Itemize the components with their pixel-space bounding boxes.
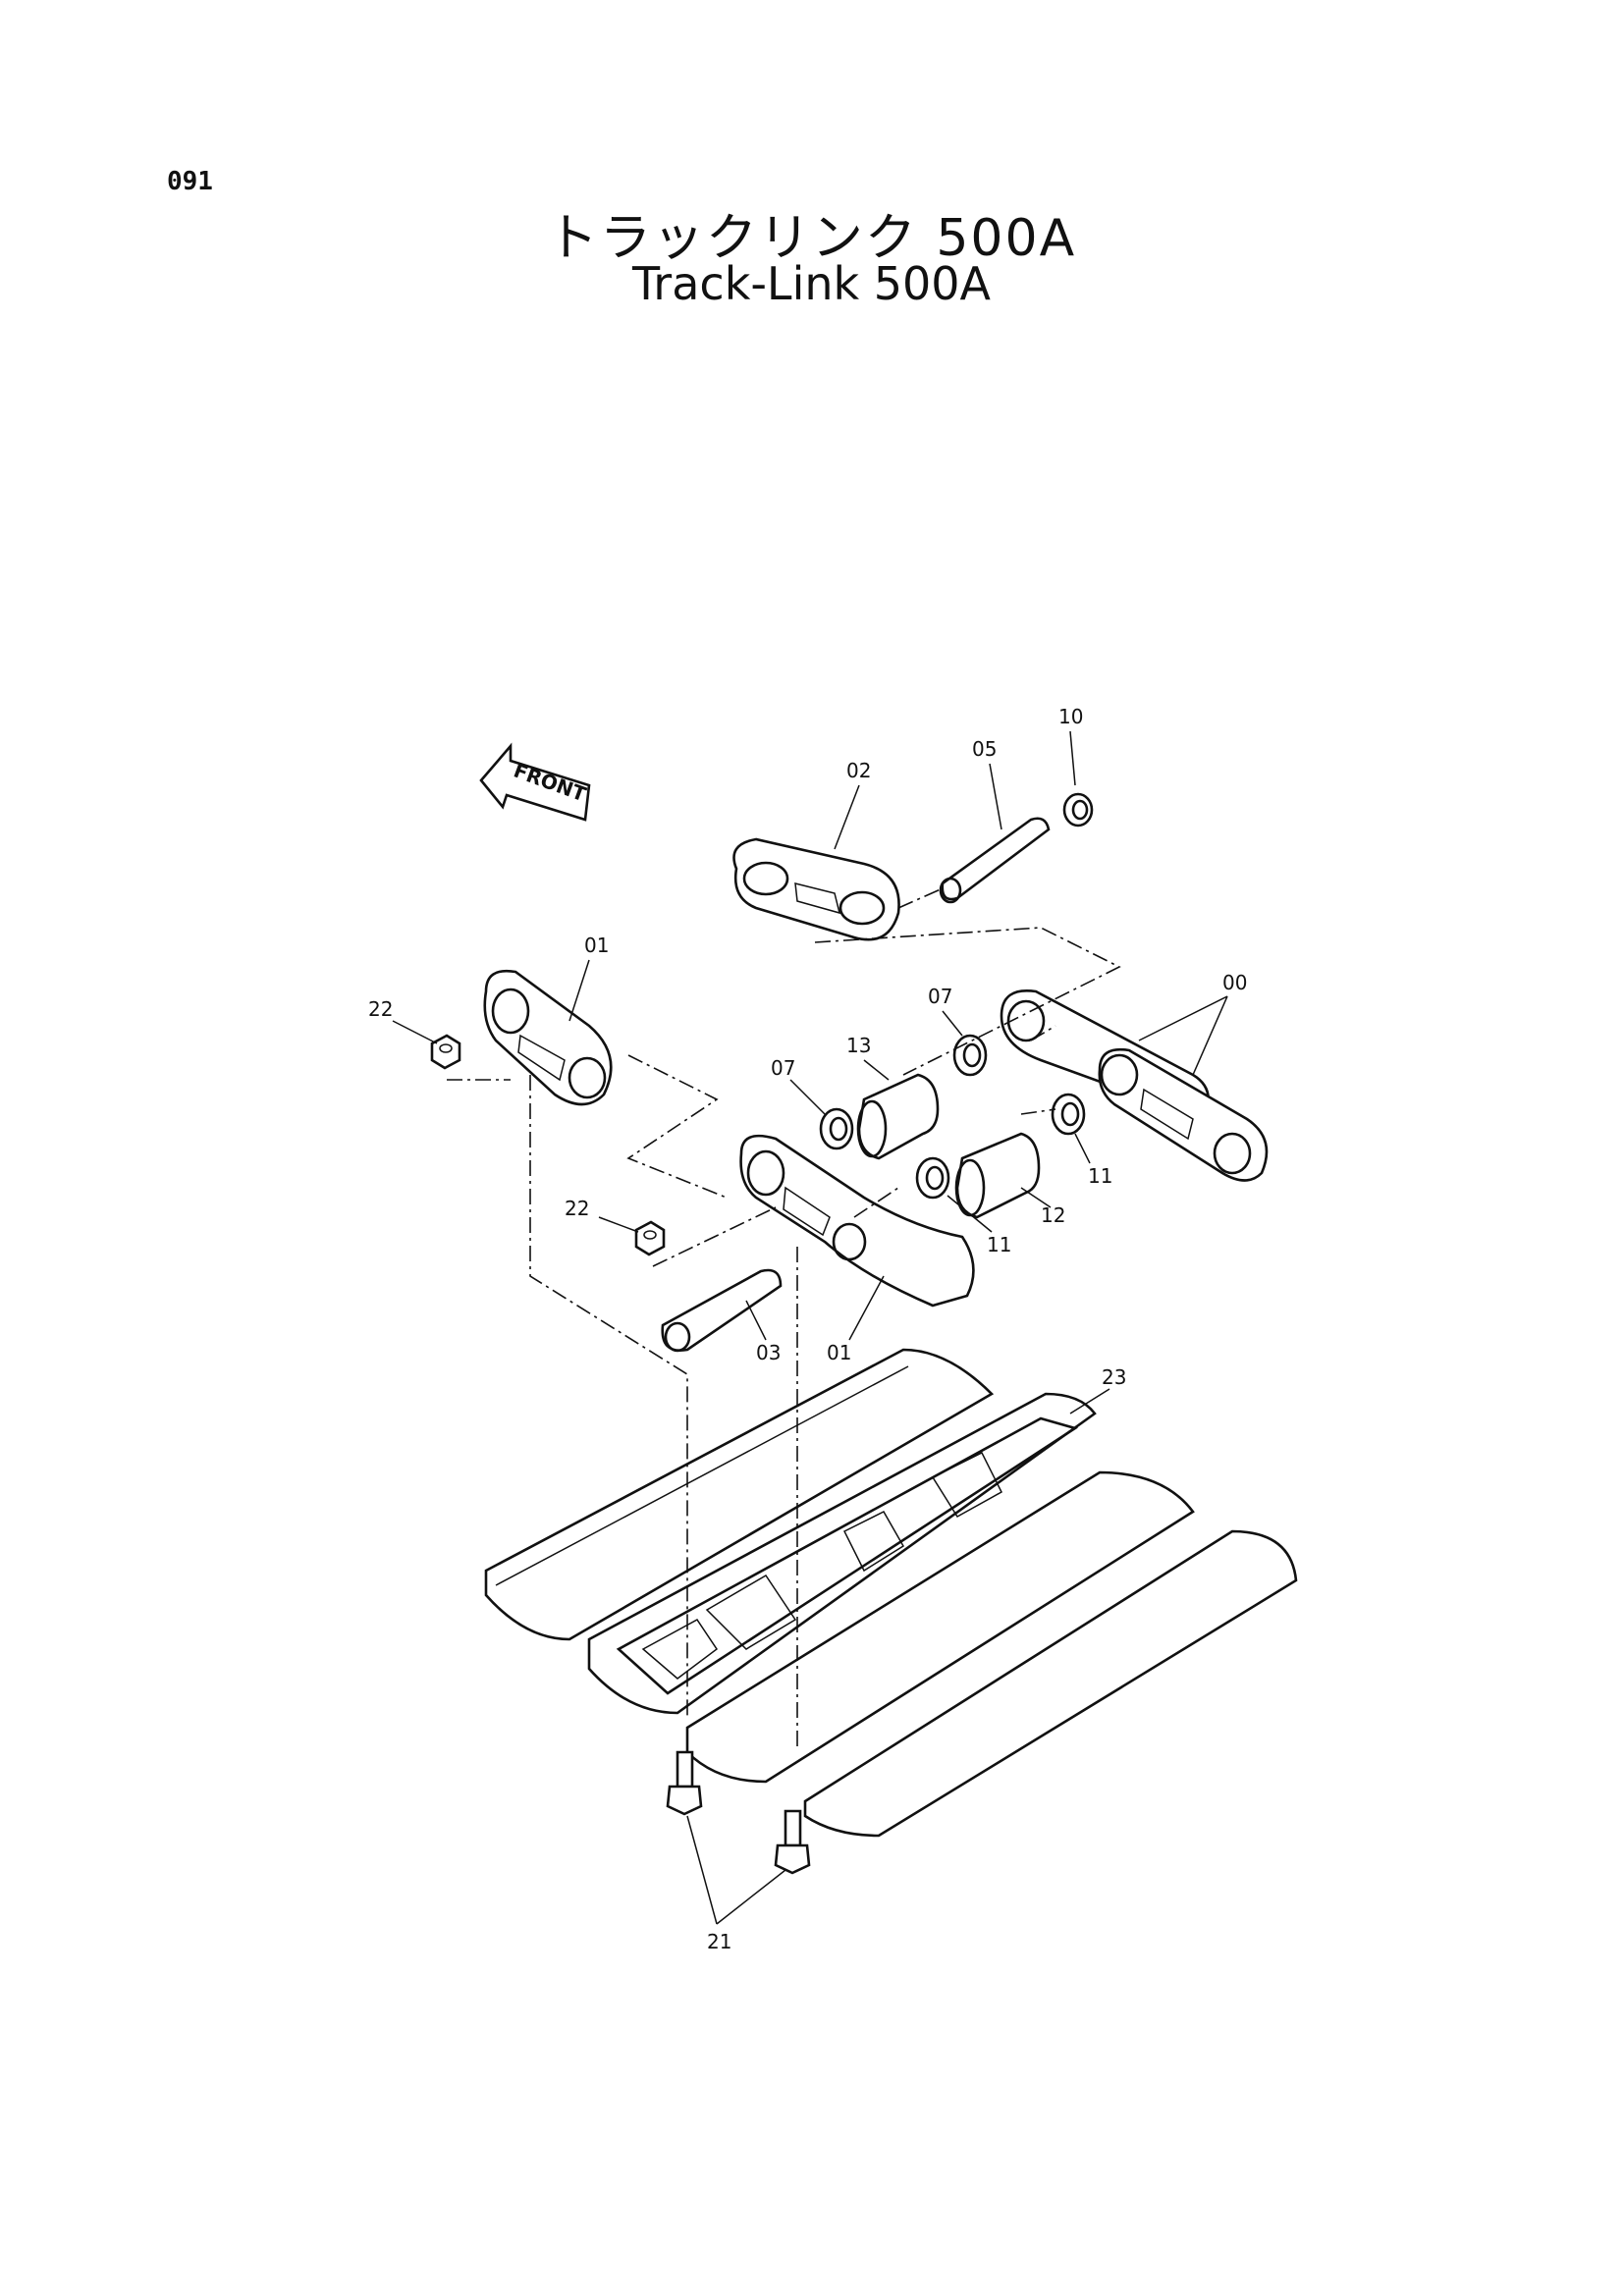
title-english: Track-Link 500A [631,257,992,310]
callout-23: 23 [1102,1365,1126,1389]
pin-03 [661,1268,783,1353]
shoe-plate-right [803,1529,1298,1838]
page-number: 091 [167,167,213,196]
callout-10: 10 [1058,705,1083,728]
link-01-center [739,1134,975,1308]
callout-22-lower: 22 [565,1197,589,1220]
front-arrow-icon: FRONT [479,742,591,822]
bushing-12 [954,1132,1041,1219]
callout-02: 02 [846,759,871,782]
pin-05 [939,817,1051,904]
bolt-21-left [666,1750,703,1816]
callout-00: 00 [1222,971,1247,994]
link-01-left [483,969,613,1106]
title-japanese: トラックリンク 500A [546,209,1077,268]
ring-10 [1062,792,1094,828]
callout-21: 21 [707,1930,731,1953]
shoe-plate-23 [587,1392,1097,1715]
link-00 [1000,988,1269,1182]
seal-07-lower [819,1107,854,1150]
nut-22-lower [634,1220,666,1256]
bushing-13 [856,1073,940,1160]
callout-01-center: 01 [827,1341,851,1364]
callout-12: 12 [1041,1203,1065,1227]
bolt-21-right [774,1809,811,1875]
callout-05: 05 [972,737,997,761]
shoe-plate-mid [685,1470,1195,1784]
link-02 [732,837,900,941]
seal-11-left [915,1156,950,1200]
callout-11-left: 11 [987,1233,1011,1256]
callout-03: 03 [756,1341,781,1364]
shoe-plate-left [484,1348,995,1641]
callout-13: 13 [846,1034,871,1057]
callout-22-upper: 22 [368,997,393,1021]
callout-01-left: 01 [584,934,609,957]
nut-22-upper [430,1034,461,1070]
seal-11-right [1051,1093,1086,1136]
callout-07-lower: 07 [771,1056,795,1080]
callout-07-upper: 07 [928,985,952,1008]
callout-11-right: 11 [1088,1164,1112,1188]
seal-07-upper [952,1034,988,1077]
